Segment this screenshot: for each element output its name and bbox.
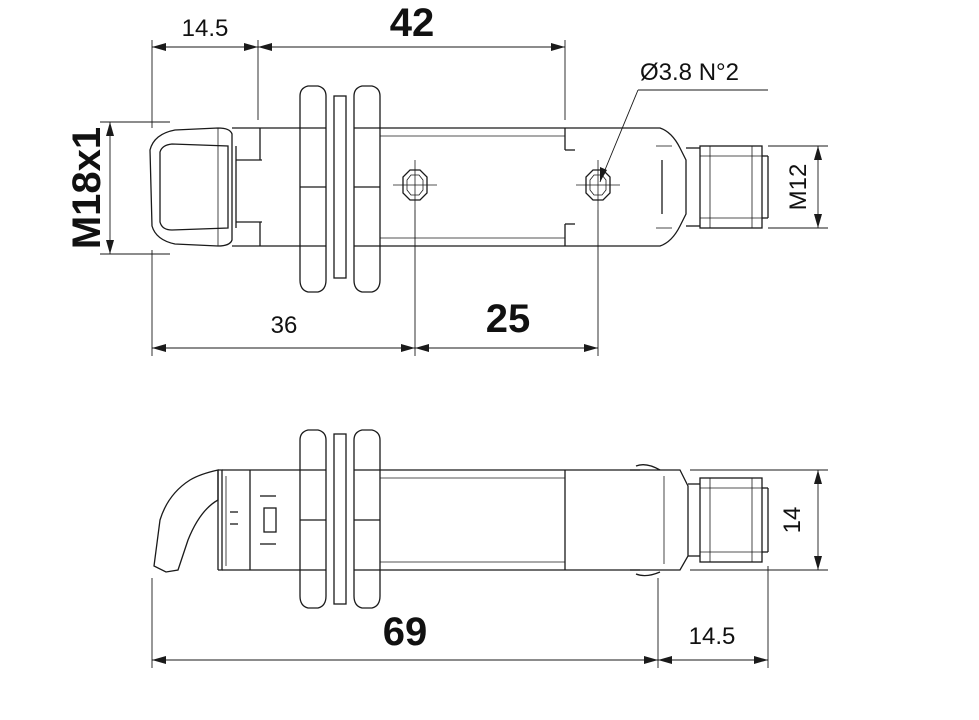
dim-label-14: 14 xyxy=(779,507,806,534)
dim-label-hole: Ø3.8 N°2 xyxy=(640,59,739,86)
nut-2-top xyxy=(353,85,381,293)
dim-label-14-5-bottom: 14.5 xyxy=(689,623,736,650)
threaded-body-top xyxy=(232,127,565,247)
dim-label-42: 42 xyxy=(390,1,435,45)
side-view: 14 69 14.5 xyxy=(151,429,828,668)
nut-2-side xyxy=(353,429,381,609)
dim-label-14-5-top: 14.5 xyxy=(182,15,229,42)
dimension-36: 36 xyxy=(151,210,416,356)
top-view: 14.5 42 Ø3.8 N°2 M18x1 xyxy=(65,1,828,356)
washer-top xyxy=(333,95,347,279)
nut-1-top xyxy=(299,85,327,293)
mounting-hole-2 xyxy=(576,160,620,210)
m12-connector-side xyxy=(699,477,769,563)
sensor-head-side xyxy=(153,469,238,573)
dim-label-36: 36 xyxy=(271,312,298,339)
dim-label-m12: M12 xyxy=(785,164,812,211)
dimension-42: 42 xyxy=(258,1,566,120)
dim-label-69: 69 xyxy=(383,610,428,654)
dim-label-m18: M18x1 xyxy=(65,127,109,249)
dimension-m18: M18x1 xyxy=(65,121,170,255)
nut-1-side xyxy=(299,429,327,609)
mounting-hole-1 xyxy=(393,160,437,210)
housing-top xyxy=(564,127,700,247)
dimension-m12: M12 xyxy=(768,145,828,229)
dimension-69: 69 xyxy=(151,578,659,668)
dimension-25: 25 xyxy=(415,210,599,356)
sensor-face-top xyxy=(149,127,237,247)
dim-label-25: 25 xyxy=(486,297,531,341)
dimension-hole-callout: Ø3.8 N°2 xyxy=(599,59,768,183)
dimension-14-5-top: 14.5 xyxy=(151,15,259,128)
dimension-14: 14 xyxy=(690,469,828,571)
threaded-body-side xyxy=(222,469,640,571)
housing-side xyxy=(630,464,700,577)
m12-connector-top xyxy=(699,145,769,229)
dimension-14-5-bottom: 14.5 xyxy=(658,566,769,668)
washer-side xyxy=(333,433,347,605)
